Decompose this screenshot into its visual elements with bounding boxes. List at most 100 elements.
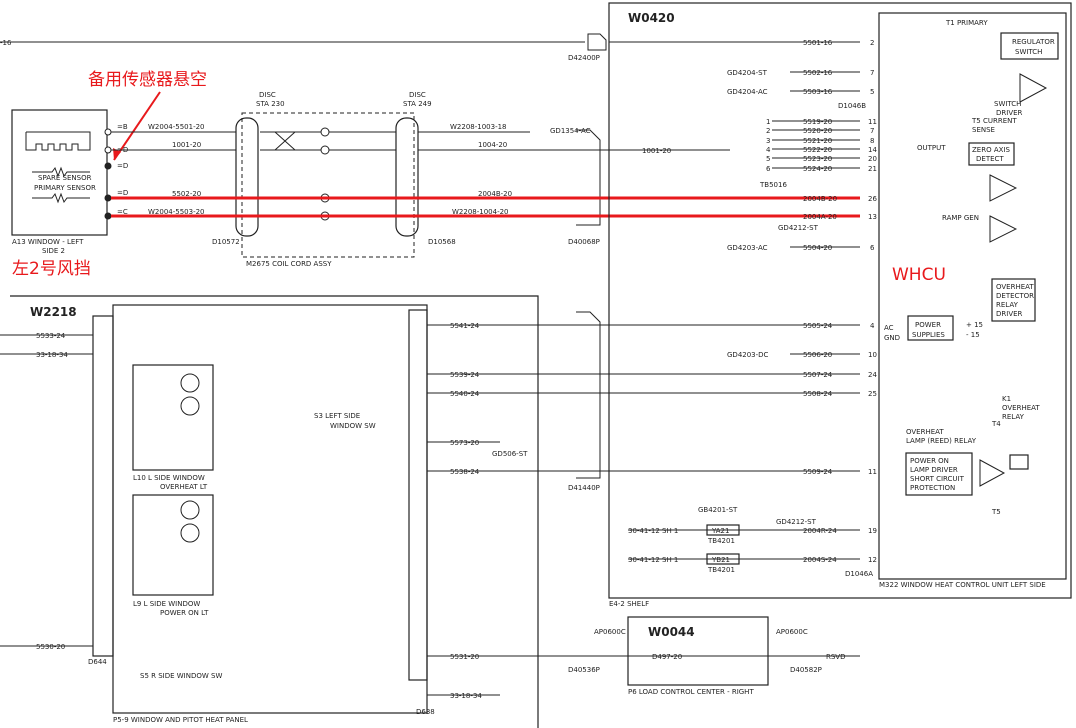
tb-pin-11: 11 xyxy=(868,118,877,126)
label-gd4204-st: GD4204-ST xyxy=(727,69,768,77)
disc-sta-230: DISC STA 230 D10572 xyxy=(212,91,285,246)
d644-label: D644 xyxy=(88,658,107,666)
label-5504: 5504-20 xyxy=(803,244,832,252)
s3-label-2: WINDOW SW xyxy=(330,422,376,430)
power-label: POWER xyxy=(915,321,941,329)
regulator-label: REGULATOR xyxy=(1012,38,1055,46)
tb-num-1: 1 xyxy=(766,118,770,126)
overheat-detector-4: DRIVER xyxy=(996,310,1023,318)
label-ap0600c-left: AP0600C xyxy=(594,628,626,636)
regulator-switch-box xyxy=(1000,32,1059,60)
annotation-left-windshield: 左2号风挡 xyxy=(12,259,91,279)
yb21-label: YB21 xyxy=(711,556,730,564)
lamp-relay-2: LAMP (REED) RELAY xyxy=(906,437,977,445)
annotation-spare-sensor: 备用传感器悬空 xyxy=(88,70,207,90)
w2218-header-space xyxy=(10,296,538,311)
s5-label: S5 R SIDE WINDOW SW xyxy=(140,672,222,680)
label-1001: 1001-20 xyxy=(172,141,201,149)
w0420-footer: E4-2 SHELF xyxy=(609,600,649,608)
w0044-title: W0044 xyxy=(648,625,695,639)
whcu-pin-13: 13 xyxy=(868,213,877,221)
a13-window-block: SPARE SENSOR PRIMARY SENSOR A13 WINDOW -… xyxy=(11,109,128,255)
disc-249-sta: STA 249 xyxy=(403,100,432,108)
label-3041-b: 30-41-12 SH 1 xyxy=(628,556,678,564)
k1-overheat: OVERHEAT xyxy=(1002,404,1040,412)
l9-label-1: L9 L SIDE WINDOW xyxy=(133,600,200,608)
label-3041-a: 30-41-12 SH 1 xyxy=(628,527,678,535)
label-5506: 5506-20 xyxy=(803,351,832,359)
ramp-gen-label: RAMP GEN xyxy=(942,214,979,222)
l10-label-1: L10 L SIDE WINDOW xyxy=(133,474,205,482)
label-5533: 5533-24 xyxy=(36,332,66,340)
w2218-footer: P5-9 WINDOW AND PITOT HEAT PANEL xyxy=(113,716,248,724)
connector-d42400p xyxy=(587,33,607,51)
t4-label: T4 xyxy=(991,420,1001,428)
tb-pin-14: 14 xyxy=(868,146,877,154)
tb-pin-20: 20 xyxy=(868,155,877,163)
zero-axis-label: ZERO AXIS xyxy=(972,146,1010,154)
k1-label: K1 xyxy=(1002,395,1011,403)
wire-top-left-label: -16 xyxy=(0,39,12,47)
label-33b: 33-18-34 xyxy=(450,692,482,700)
l9-lamp-box xyxy=(132,494,214,596)
tb-label-2: 5520-20 xyxy=(803,127,832,135)
label-5509: 5509-24 xyxy=(803,468,833,476)
tb-num-6: 6 xyxy=(766,165,771,173)
supplies-label: SUPPLIES xyxy=(912,331,945,339)
whcu-pin-24: 24 xyxy=(868,371,877,379)
a13-spare-label: SPARE SENSOR xyxy=(38,174,92,182)
output-label: OUTPUT xyxy=(917,144,946,152)
a13-pin-1 xyxy=(104,128,112,136)
label-d1046b: D1046B xyxy=(838,102,866,110)
label-5501-16: 5501-16 xyxy=(803,39,833,47)
m322-footer: M322 WINDOW HEAT CONTROL UNIT LEFT SIDE xyxy=(879,581,1046,589)
label-d40582p: D40582P xyxy=(790,666,822,674)
annotation-arrowhead xyxy=(113,148,121,160)
tb-pin-8: 8 xyxy=(870,137,874,145)
t5-label: T5 xyxy=(991,508,1001,516)
tb-num-2: 2 xyxy=(766,127,770,135)
lamp-relay-1: OVERHEAT xyxy=(906,428,944,436)
label-5508: 5508-24 xyxy=(803,390,833,398)
l10-lamp-box xyxy=(132,364,214,471)
label-gd4212b: GD4212-ST xyxy=(776,518,817,526)
label-5538: 5538-24 xyxy=(450,468,480,476)
d644-connector xyxy=(92,315,114,657)
detect-label: DETECT xyxy=(976,155,1004,163)
ramp-amp xyxy=(989,215,1018,243)
d1046a-label: D1046A xyxy=(845,570,873,578)
overheat-detector-3: RELAY xyxy=(996,301,1019,309)
switch-label: SWITCH xyxy=(1015,48,1042,56)
t5-current-label: T5 CURRENT xyxy=(971,117,1017,125)
tb-num-5: 5 xyxy=(766,155,770,163)
tb-num-3: 3 xyxy=(766,137,770,145)
a13-pin-3 xyxy=(104,162,112,170)
label-gb4201: GB4201-ST xyxy=(698,506,738,514)
label-2004b-right: 2004B-20 xyxy=(803,195,837,203)
label-33-18-34: 33-18-34 xyxy=(36,351,68,359)
a13-pin-label-c: =C xyxy=(117,208,128,216)
overheat-detector-2: DETECTOR xyxy=(996,292,1034,300)
w0420-title: W0420 xyxy=(628,11,675,25)
l10-lamp-a1 xyxy=(180,373,200,393)
label-5502: 5502-20 xyxy=(172,190,201,198)
disc-230-ref: D10572 xyxy=(212,238,240,246)
label-2004a-right: 2004A-20 xyxy=(803,213,837,221)
label-gd1354: GD1354-AC xyxy=(550,127,591,135)
l9-label-2: POWER ON LT xyxy=(160,609,209,617)
ya21-label: YA21 xyxy=(711,527,729,535)
label-5531: 5531-20 xyxy=(450,653,479,661)
overheat-detector-box xyxy=(991,278,1036,322)
coil-cord-box xyxy=(241,112,415,258)
power-supplies-box xyxy=(907,315,954,341)
disc-249-body xyxy=(395,117,419,237)
k1-relay: RELAY xyxy=(1002,413,1025,421)
plus-15-label: + 15 xyxy=(966,321,983,329)
label-gd4212: GD4212-ST xyxy=(778,224,819,232)
switch-driver-amp xyxy=(1019,73,1048,103)
zero-axis-amp xyxy=(989,174,1018,202)
label-gd4203-dc: GD4203-DC xyxy=(727,351,769,359)
label-w2208: W2208-1003-18 xyxy=(450,123,507,131)
pol-4: PROTECTION xyxy=(910,484,955,492)
tb-pin-7: 7 xyxy=(870,127,874,135)
